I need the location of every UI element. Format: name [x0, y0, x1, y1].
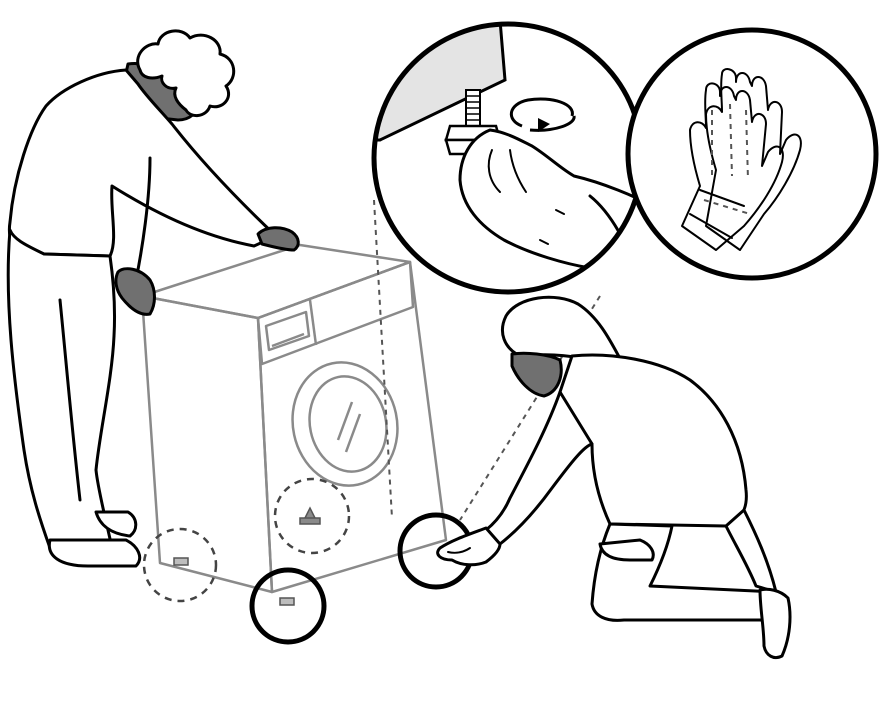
standing-person-hand-right [256, 226, 300, 252]
callout-gloves-border [625, 27, 879, 281]
standing-person-shoe-right [94, 510, 138, 538]
kneeling-person-shoe [598, 538, 655, 562]
standing-person-torso [7, 68, 278, 258]
washing-machine [140, 243, 448, 606]
callout-foot-adjustment [371, 21, 645, 295]
dashed-circle-back-foot [142, 527, 218, 603]
machine-control-panel [256, 260, 415, 366]
machine-door-glass [308, 375, 388, 473]
glove-icon [681, 68, 802, 251]
standing-person-shoe-left [47, 538, 142, 568]
machine-foot-back-left [173, 557, 189, 566]
rotate-arrow-icon [510, 97, 576, 132]
kneeling-person-glove [436, 526, 502, 567]
kneeling-person-face [510, 351, 563, 398]
machine-top [140, 243, 412, 320]
kneeling-person-foot [758, 587, 792, 660]
standing-person [6, 29, 300, 568]
detergent-drawer [264, 310, 311, 352]
dashed-circle-front-foot [273, 477, 351, 555]
machine-side-panel [140, 294, 274, 594]
kneeling-person [436, 295, 792, 660]
standing-person-hand-left [114, 267, 156, 316]
highlight-circle-front-left-foot [249, 567, 327, 645]
standing-person-legs [6, 228, 117, 550]
machine-foot-front-left [279, 597, 295, 606]
callout-gloves [625, 27, 879, 281]
standing-person-hair [136, 29, 236, 117]
kneeling-person-back-leg [724, 508, 778, 594]
